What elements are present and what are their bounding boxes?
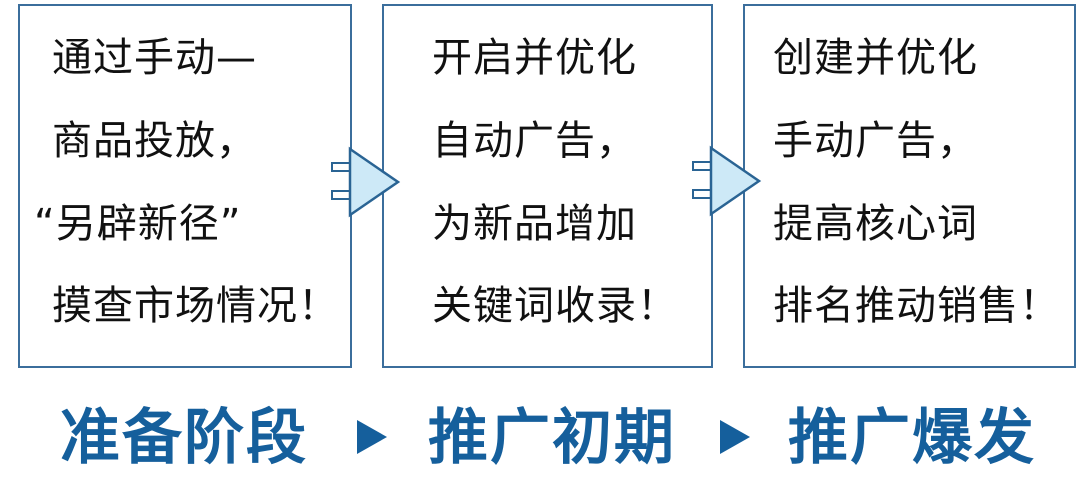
right-arrow-icon	[692, 145, 762, 217]
box-text-line: 提高核心词	[773, 201, 978, 247]
stage-label-preparation: 准备阶段	[60, 403, 308, 473]
box-text-line: “另辟新径”	[34, 201, 242, 247]
play-triangle-icon	[720, 420, 750, 454]
box-text-line: 摸查市场情况！	[52, 283, 339, 329]
box-text-line: 开启并优化	[432, 35, 637, 81]
box-text-line: 为新品增加	[432, 201, 637, 247]
stage-labels-row: 准备阶段 推广初期 推广爆发	[0, 398, 1080, 478]
box-text-line: 商品投放，	[52, 118, 257, 164]
stage-box-preparation: 通过手动— 商品投放， “另辟新径” 摸查市场情况！	[18, 4, 352, 368]
box-text-line: 通过手动—	[52, 35, 257, 81]
box-text-line: 排名推动销售！	[773, 283, 1060, 329]
box-text-line: 自动广告，	[432, 118, 637, 164]
box-text-line: 手动广告，	[773, 118, 978, 164]
box-text-line: 关键词收录！	[432, 283, 678, 329]
box-text-line: 创建并优化	[773, 35, 978, 81]
right-arrow-icon	[331, 146, 401, 218]
stage-box-promotion-burst: 创建并优化 手动广告， 提高核心词 排名推动销售！	[743, 4, 1076, 368]
stage-box-early-promotion: 开启并优化 自动广告， 为新品增加 关键词收录！	[382, 4, 713, 368]
play-triangle-icon	[357, 420, 387, 454]
stage-label-early-promotion: 推广初期	[428, 403, 676, 473]
stage-label-promotion-burst: 推广爆发	[788, 403, 1036, 473]
